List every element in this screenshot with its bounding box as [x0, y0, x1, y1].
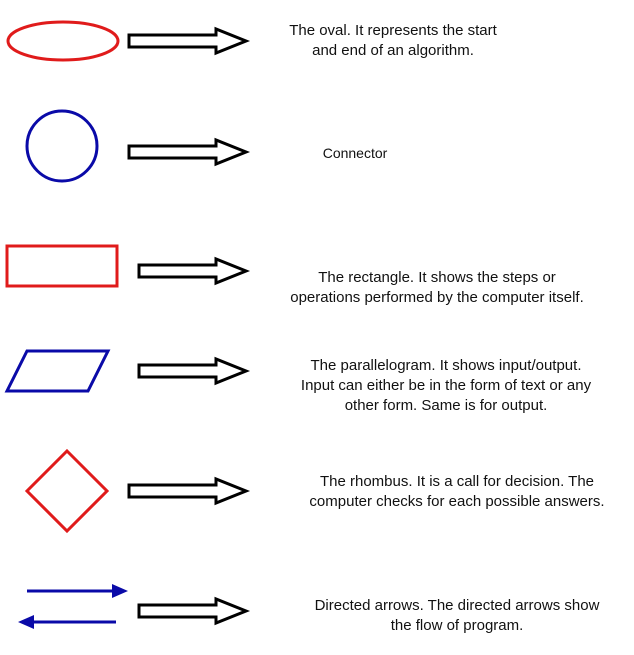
block-arrow-oval [127, 26, 251, 56]
left-arrowhead [18, 615, 34, 629]
rectangle-description: The rectangle. It shows the steps or ope… [262, 268, 612, 308]
block-arrow-rhombus [127, 476, 251, 506]
description-line: operations performed by the computer its… [290, 289, 584, 306]
description-line: the flow of program. [390, 617, 524, 634]
directed-arrows-description: Directed arrows. The directed arrows sho… [290, 596, 624, 636]
right-arrowhead [112, 584, 128, 598]
parallelogram-description: The parallelogram. It shows input/output… [276, 356, 616, 416]
description-line: Connector [322, 145, 388, 161]
description-line: computer checks for each possible answer… [309, 493, 605, 510]
block-arrow-directed-arrows [137, 596, 251, 626]
description-line: other form. Same is for output. [344, 397, 548, 414]
description-line: The rectangle. It shows the steps or [318, 269, 556, 286]
rectangle-shape [5, 244, 119, 288]
description-line: Input can either be in the form of text … [300, 377, 592, 394]
description-line: The oval. It represents the start [289, 22, 497, 39]
connector-circle-shape [25, 109, 99, 183]
oval-description: The oval. It represents the start and en… [262, 21, 524, 61]
block-arrow-connector [127, 137, 251, 167]
rhombus-description: The rhombus. It is a call for decision. … [286, 472, 628, 512]
description-line: The parallelogram. It shows input/output… [310, 357, 582, 374]
parallelogram-shape [4, 349, 111, 393]
description-line: and end of an algorithm. [312, 42, 474, 59]
connector-description: Connector [300, 143, 410, 163]
description-line: Directed arrows. The directed arrows sho… [314, 597, 600, 614]
rhombus-shape [24, 448, 110, 534]
block-arrow-parallelogram [137, 356, 251, 386]
directed-arrows-shape [18, 584, 128, 629]
description-line: The rhombus. It is a call for decision. … [319, 473, 594, 490]
block-arrow-rectangle [137, 256, 251, 286]
oval-shape [6, 20, 120, 62]
